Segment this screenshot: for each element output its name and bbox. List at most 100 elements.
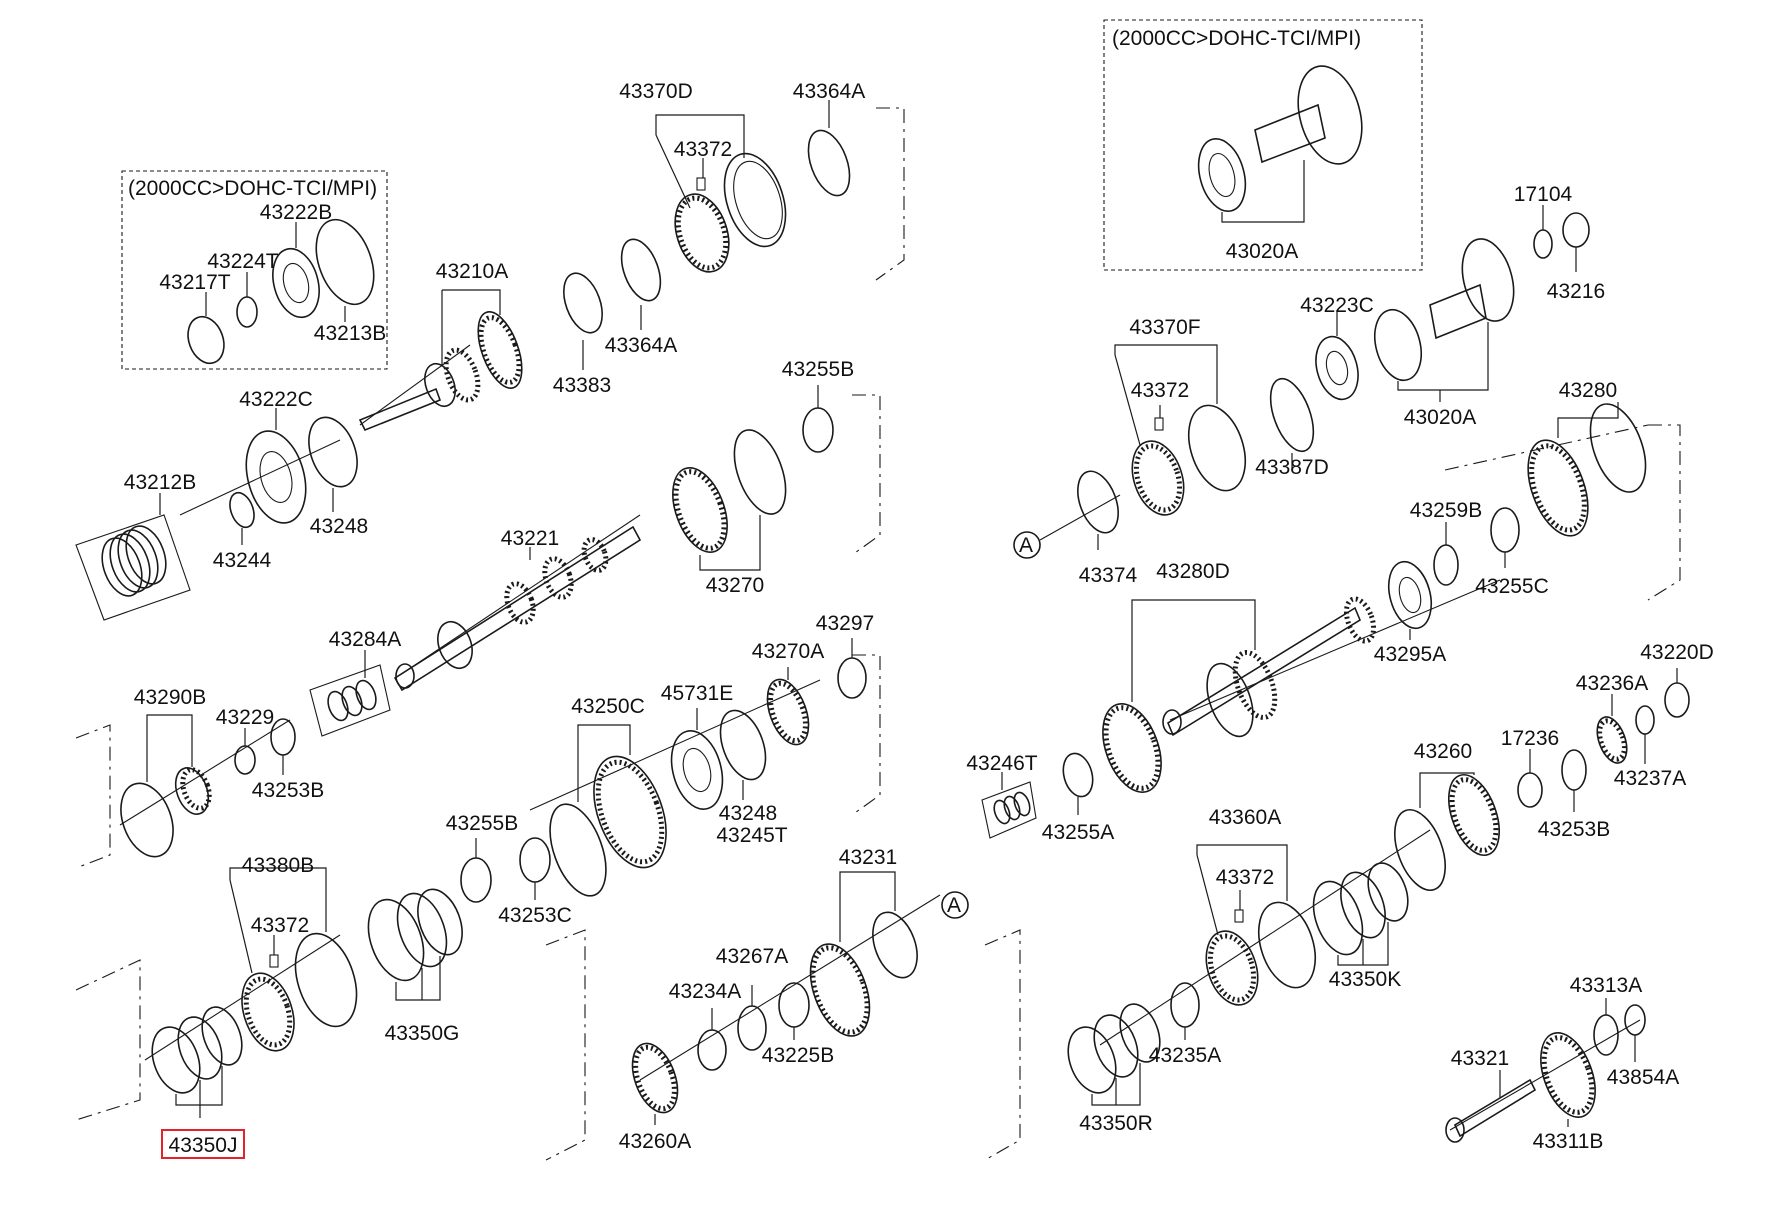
- part-label: 43360A: [1209, 806, 1281, 829]
- input-shaft-43210A: [358, 311, 523, 432]
- gear-43290B-teeth: [180, 767, 212, 811]
- gear-43280D-front: [1102, 703, 1162, 793]
- part-label: 43260: [1414, 740, 1472, 763]
- part-label: 43372: [251, 914, 309, 937]
- shaft-outlines: [75, 107, 1681, 1161]
- gear-43236A-teeth: [1597, 718, 1627, 762]
- sleeve-43370D: [723, 152, 787, 248]
- flange-43020A-box: [1197, 65, 1363, 212]
- part-label: 43229: [216, 706, 274, 729]
- gear-43250C-plate: [549, 803, 607, 897]
- sleeve-43380B: [294, 932, 358, 1028]
- hub-43380B: [241, 972, 295, 1052]
- hub-43360A: [1205, 930, 1259, 1006]
- part-label: 43246T: [966, 752, 1037, 775]
- bearing-43255A: [1062, 752, 1094, 798]
- gear-43270A: [766, 678, 810, 746]
- part-label: 43387D: [1255, 456, 1329, 479]
- variant-box-left: [121, 170, 388, 370]
- snap-ring-43224T: [236, 296, 258, 328]
- gear-43290B-plate: [120, 782, 174, 858]
- gear-43260-teeth: [1449, 777, 1499, 853]
- bearing-45731E-inner: [682, 747, 712, 793]
- gear-43311B-teeth: [1541, 1035, 1595, 1115]
- ring-43248-mid: [719, 709, 767, 781]
- part-label: 43259B: [1410, 499, 1482, 522]
- part-label: 43350G: [385, 1022, 460, 1045]
- gear-43270-plate: [733, 429, 787, 515]
- needle-bearing-43255B-top: [802, 407, 834, 453]
- part-label: 43370D: [619, 80, 693, 103]
- part-label: 43372: [1216, 866, 1274, 889]
- part-label: 43255B: [782, 358, 854, 381]
- reference-marker-a-left: A: [941, 891, 969, 919]
- part-label: 43222C: [239, 388, 313, 411]
- part-label: 43255C: [1475, 575, 1549, 598]
- part-label: 43237A: [1614, 767, 1686, 790]
- part-label: 43224T: [207, 250, 278, 273]
- part-label: 43216: [1547, 280, 1605, 303]
- sleeve-43370D-inner: [733, 160, 783, 240]
- shaft-43321: [1445, 1078, 1537, 1143]
- variant-note-left: (2000CC>DOHC-TCI/MPI): [128, 177, 377, 200]
- part-label: 43295A: [1374, 643, 1446, 666]
- variant-note-right: (2000CC>DOHC-TCI/MPI): [1112, 27, 1361, 50]
- svg-text:A: A: [1019, 534, 1033, 557]
- gear-43231-teeth: [810, 945, 870, 1035]
- part-label: 43253C: [498, 904, 572, 927]
- gear-43260A-teeth: [633, 1044, 677, 1112]
- part-label: 43217T: [159, 271, 230, 294]
- gear-43270: [672, 467, 728, 553]
- gear-43260: [1448, 774, 1500, 856]
- bearing-43222C-inner: [259, 451, 293, 503]
- part-label: 43370F: [1129, 316, 1200, 339]
- synchro-43350J-a: [151, 1026, 201, 1094]
- bearing-43295A-inner: [1398, 576, 1422, 614]
- gear-43280-teeth: [1529, 443, 1587, 533]
- nut-43216: [1562, 212, 1590, 248]
- synchro-43350K-a: [1312, 880, 1364, 956]
- gear-43280D-front-teeth: [1103, 705, 1161, 791]
- gear-43250C: [593, 755, 667, 869]
- needle-bearing-43253B-right: [1561, 749, 1587, 791]
- washer-17104: [1533, 229, 1553, 259]
- highlight-box-43350J[interactable]: [161, 1129, 245, 1159]
- shim-kit-43212B: [75, 514, 191, 621]
- part-label: 43372: [674, 138, 732, 161]
- snap-ring-43217T: [187, 315, 225, 365]
- part-label: 43220D: [1640, 641, 1714, 664]
- part-label: 43297: [816, 612, 874, 635]
- part-label: 43255B: [446, 812, 518, 835]
- part-label: 43854A: [1607, 1066, 1679, 1089]
- bearing-43222B: [272, 247, 320, 319]
- part-label: 43253B: [1538, 818, 1610, 841]
- nut-43237A: [1635, 705, 1655, 735]
- part-label: 43234A: [669, 980, 741, 1003]
- key-43372-left: [269, 954, 279, 968]
- part-label: 43020A: [1226, 240, 1298, 263]
- synchro-ring-43364A-top: [807, 129, 851, 197]
- ring-kit-43284A: [309, 664, 391, 737]
- bearing-43223C: [1315, 335, 1359, 401]
- bearing-43225B: [778, 982, 810, 1028]
- flange-43020A: [1373, 238, 1515, 382]
- part-label: 43284A: [329, 628, 401, 651]
- part-label-highlighted[interactable]: 43350J: [169, 1134, 238, 1157]
- variant-box-right: [1103, 19, 1423, 271]
- part-label: 43321: [1451, 1047, 1509, 1070]
- part-label: 43380B: [242, 854, 314, 877]
- part-label: 43213B: [314, 322, 386, 345]
- bearing-43229: [234, 745, 256, 775]
- part-label: 43280: [1559, 379, 1617, 402]
- output-shaft-43221: [393, 525, 642, 692]
- part-label: 43248: [310, 515, 368, 538]
- gear-43250C-teeth: [595, 759, 665, 865]
- needle-bearing-43255C: [1490, 507, 1520, 553]
- synchro-43350K-c: [1367, 862, 1409, 922]
- bearing-43222B-inner: [282, 262, 310, 304]
- part-label: 43311B: [1533, 1130, 1604, 1153]
- gear-43311B: [1540, 1032, 1596, 1118]
- key-43372-top: [696, 177, 706, 191]
- bushing-43253C: [519, 837, 551, 883]
